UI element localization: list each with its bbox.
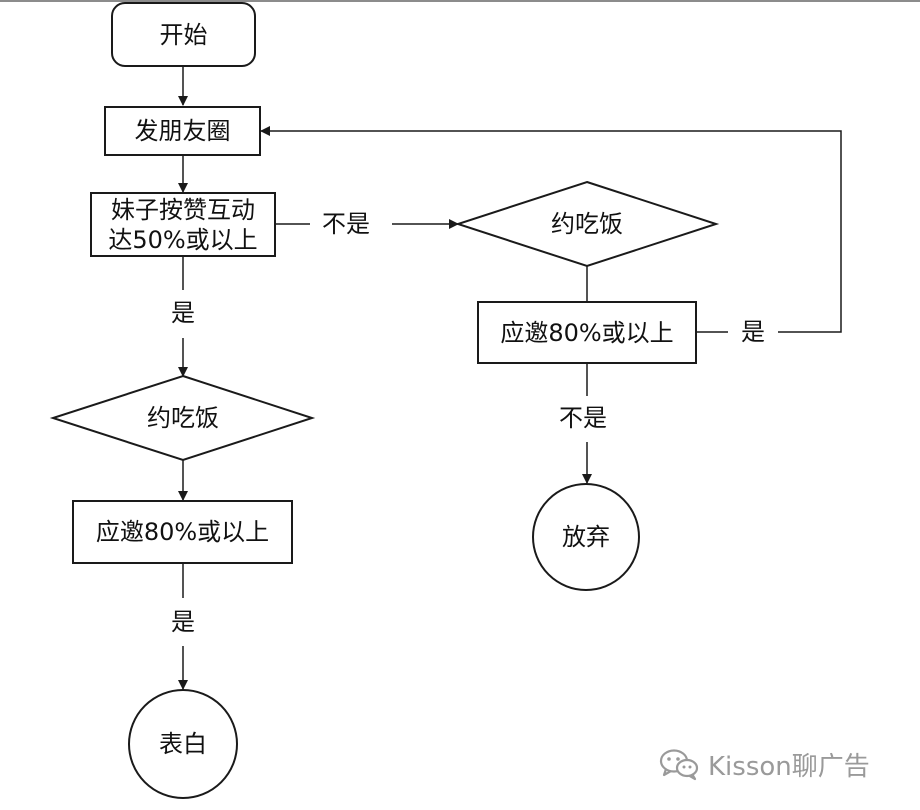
confess-label: 表白 [159, 730, 207, 758]
right-yes-label: 是 [741, 318, 765, 346]
left-accept-node: 应邀80%或以上 [72, 500, 293, 564]
watermark: Kisson聊广告 [658, 744, 870, 784]
arrow-loop-back-to-post [260, 126, 842, 333]
interaction-check-line-1: 妹子按赞互动 [111, 195, 255, 224]
interaction-check-line-2: 达50%或以上 [108, 225, 258, 254]
left-accept-label: 应邀80%或以上 [95, 518, 270, 546]
watermark-text: Kisson聊广告 [708, 751, 870, 782]
right-invite-diamond-label: 约吃饭 [551, 210, 623, 238]
left-yes-label-2: 是 [171, 608, 195, 636]
right-accept-node: 应邀80%或以上 [477, 301, 697, 364]
confess-end-node: 表白 [128, 689, 238, 799]
interaction-check-node: 妹子按赞互动 达50%或以上 [90, 192, 276, 257]
right-no-label: 不是 [322, 210, 370, 238]
left-yes-label: 是 [171, 299, 195, 327]
start-label: 开始 [159, 20, 208, 49]
give-up-end-node: 放弃 [532, 483, 640, 591]
right-no-label-2: 不是 [559, 404, 607, 432]
start-node: 开始 [111, 2, 256, 67]
post-moments-label: 发朋友圈 [134, 117, 231, 145]
right-accept-label: 应邀80%或以上 [500, 318, 674, 347]
give-up-label: 放弃 [562, 523, 610, 551]
post-moments-node: 发朋友圈 [104, 106, 261, 156]
wechat-icon [659, 749, 699, 781]
left-invite-diamond-label: 约吃饭 [147, 404, 219, 432]
